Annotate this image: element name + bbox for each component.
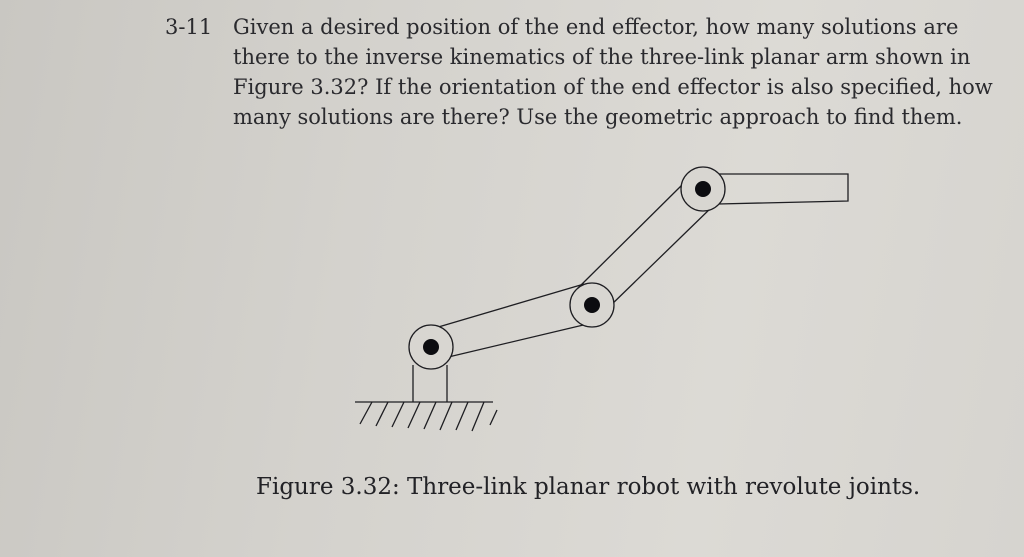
problem-line-1: Given a desired position of the end effe… xyxy=(233,15,959,39)
joint-3 xyxy=(680,166,726,212)
problem-text: Given a desired position of the end effe… xyxy=(233,12,1023,132)
link-1 xyxy=(434,283,597,360)
problem-number: 3-11 xyxy=(165,15,213,39)
problem-line-4: many solutions are there? Use the geomet… xyxy=(233,105,963,129)
link-3-end-effector xyxy=(717,173,849,205)
joint-2 xyxy=(569,282,615,328)
base-pedestal xyxy=(412,365,448,402)
problem-line-2: there to the inverse kinematics of the t… xyxy=(233,45,971,69)
link-2 xyxy=(577,181,715,309)
joint-1 xyxy=(408,324,454,370)
ground-hatch xyxy=(355,401,498,432)
figure-caption: Figure 3.32: Three-link planar robot wit… xyxy=(256,474,921,500)
problem-line-3: Figure 3.32? If the orientation of the e… xyxy=(233,75,993,99)
